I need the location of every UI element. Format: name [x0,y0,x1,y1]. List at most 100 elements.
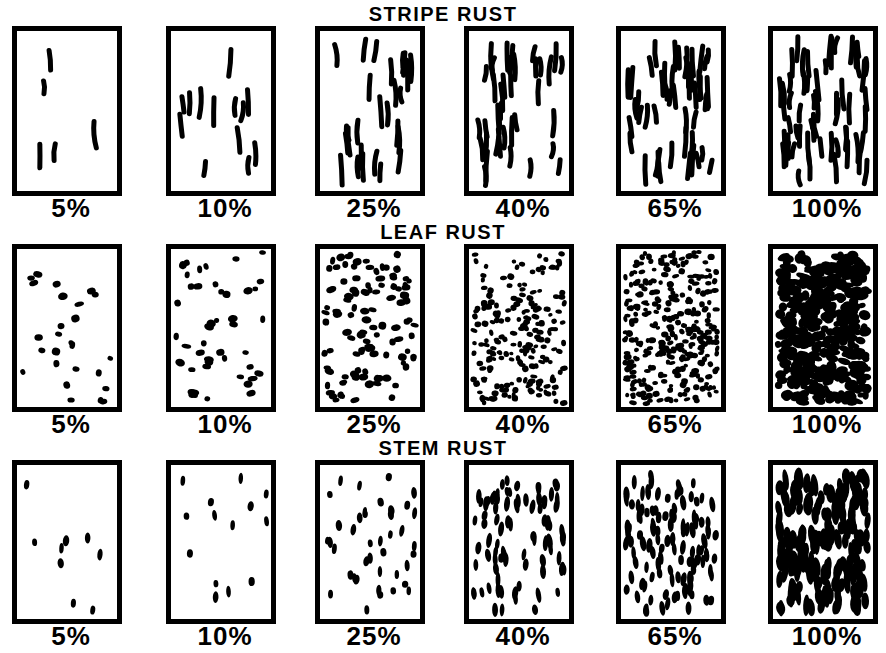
stem-lesion [847,514,856,534]
leaf-lesion [652,381,658,385]
stem-lesion [675,479,682,491]
stem-lesion [97,548,103,560]
leaf-lesion [330,256,336,265]
severity-box: 65% [616,460,726,624]
stripe-lesion [357,120,358,143]
leaf-lesion [630,382,635,388]
leaf-lesion [526,345,532,351]
leaf-lesion [522,282,528,287]
leaf-lesion [786,300,799,309]
stripe-lesion [480,138,483,159]
leaf-lesion [526,331,534,338]
stem-lesion [377,591,383,599]
leaf-lesion [661,272,669,278]
leaf-lesion [519,287,526,292]
stem-lesion [184,512,190,519]
stem-lesion [863,529,870,543]
stripe-lesion [555,44,557,71]
leaf-lesion [633,311,639,317]
leaf-lesion [629,306,634,312]
stem-lesion [357,480,363,490]
stem-lesion [826,484,835,503]
leaf-lesion [561,340,566,347]
stem-lesion [489,493,495,505]
leaf-lesion [690,326,695,332]
stem-lesion [404,501,411,511]
leaf-lesion [559,290,566,296]
stem-lesion [644,561,649,573]
stripe-lesion [255,143,256,165]
leaf-lesion [99,398,108,405]
leaf-lesion [705,268,712,273]
stripe-lesion [783,92,785,119]
leaf-lesion [470,327,478,333]
stem-lesion [367,539,373,547]
stem-lesion [529,499,537,514]
stem-lesion [628,570,635,584]
leaf-lesion [342,261,348,268]
severity-box: 100% [768,460,878,624]
leaf-lesion [332,309,341,314]
leaf-lesion [712,307,720,312]
stem-lesion [800,547,807,560]
leaf-lesion [655,325,660,330]
stem-lesion [57,558,64,568]
stem-lesion [404,560,410,572]
stem-lesion [699,493,705,504]
leaf-lesion [694,327,701,332]
leaf-lesion [821,308,835,321]
stripe-lesion [655,42,657,66]
leaf-lesion [259,250,266,256]
stripe-lesion [248,90,249,115]
leaf-lesion [63,381,71,390]
stem-lesion [687,571,694,586]
leaf-lesion [667,318,673,322]
leaf-lesion [339,381,346,386]
stem-lesion [505,516,511,529]
stripe-lesion [485,167,487,186]
leaf-lesion [843,379,856,391]
leaf-lesion [775,370,787,381]
leaf-lesion [393,336,403,343]
stem-lesion [378,535,384,546]
severity-percent: 40% [495,624,550,648]
leaf-lesion [557,369,563,375]
stem-lesion [644,508,650,518]
leaf-lesion [683,388,690,393]
leaf-lesion [556,259,562,264]
stem-lesion [363,556,371,567]
stem-lesion [553,481,560,492]
leaf-lesion [382,375,391,382]
leaf-lesion [531,313,540,321]
stem-lesion [353,574,361,585]
stem-lesion [492,562,499,575]
stripe-lesion [54,144,56,161]
severity-box: 65% [616,26,726,196]
stripe-lesion [211,98,216,126]
stem-lesion [471,587,477,599]
leaf-lesion [368,307,377,313]
leaf-lesion [325,382,331,390]
leaf-lesion [690,310,697,317]
leaf-lesion [325,390,335,396]
leaf-lesion [375,275,386,282]
leaf-lesion [799,316,807,327]
leaf-lesion [522,344,527,349]
leaf-lesion [669,282,674,286]
leaf-lesion [256,278,265,285]
leaf-lesion [778,268,792,281]
leaf-lesion [713,269,720,276]
stem-lesion [475,541,482,554]
leaf-lesion [390,273,397,279]
lesion-group [774,467,871,616]
stem-lesion [504,475,509,486]
leaf-lesion [341,374,349,380]
stem-lesion [362,507,368,518]
stem-lesion [785,536,793,553]
stem-lesion [646,538,654,553]
stem-lesion [471,587,477,600]
leaf-lesion [523,315,529,321]
stem-lesion [649,521,656,537]
leaf-lesion [665,299,673,307]
